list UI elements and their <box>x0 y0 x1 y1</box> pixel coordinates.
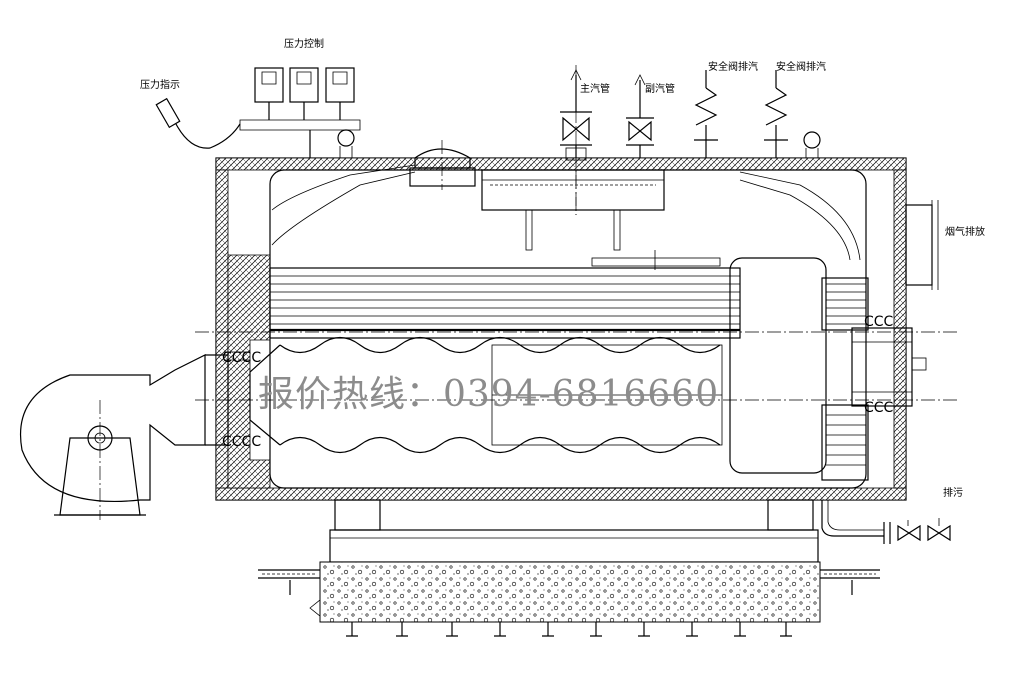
manhole-cover <box>409 140 476 190</box>
concrete-foundation <box>258 561 880 623</box>
boiler-shell <box>215 157 907 501</box>
steam-separator <box>481 169 665 251</box>
aux-steam-label: 副汽管 <box>645 82 675 95</box>
svg-text:CCCC: CCCC <box>222 350 261 366</box>
safety-valve-label-1: 安全阀排汽 <box>708 60 758 73</box>
pressure-indicator-label: 压力指示 <box>140 78 180 91</box>
pressure-gauge-icon: 压力指示 <box>140 78 241 149</box>
pressure-control-label: 压力控制 <box>284 37 324 50</box>
corrugated-furnace <box>249 336 723 454</box>
svg-text:CCC: CCC <box>864 400 894 416</box>
pressure-switch-icon: 压力控制 <box>239 37 361 158</box>
rear-chamber <box>729 257 927 481</box>
safety-valve-icon: 安全阀排汽 <box>694 60 758 158</box>
hotline-watermark: 报价热线：0394-6816660 <box>258 374 719 415</box>
blowdown-label: 排污 <box>943 486 963 499</box>
main-steam-label: 主汽管 <box>580 82 610 95</box>
saddle-supports <box>329 499 819 563</box>
anchor-bolts <box>289 580 853 637</box>
svg-text:CCC: CCC <box>864 314 894 330</box>
safety-valve-icon-2: 安全阀排汽 <box>764 60 826 158</box>
blowdown-valve: 排污 <box>821 486 963 544</box>
flue-gas-label: 烟气排放 <box>945 225 985 238</box>
safety-valve-label-2: 安全阀排汽 <box>776 60 826 73</box>
aux-steam-valve: 副汽管 <box>626 74 675 158</box>
fan-icon <box>20 354 229 516</box>
svg-text:CCCC: CCCC <box>222 434 261 450</box>
refractory-seals: CCCC CCCC CCC CCC <box>222 314 894 450</box>
fire-tube-bundle <box>269 250 741 339</box>
internal-piping <box>271 164 861 261</box>
lifting-lugs <box>337 129 821 158</box>
main-steam-valve: 主汽管 <box>560 69 610 161</box>
flue-gas-outlet: 烟气排放 <box>905 200 985 290</box>
